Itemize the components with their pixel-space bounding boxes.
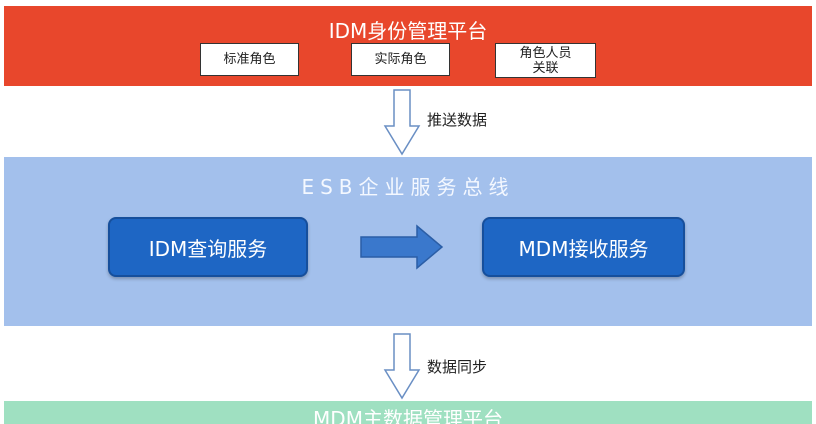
data-sync-label: 数据同步 <box>427 358 488 376</box>
actual-role-tag: 实际角色 <box>351 43 450 76</box>
standard-role-tag: 标准角色 <box>200 43 299 76</box>
sync-down-arrow-icon <box>383 333 421 400</box>
push-data-label: 推送数据 <box>427 111 488 129</box>
push-down-arrow-icon <box>383 89 421 156</box>
role-user-link-tag: 角色人员关联 <box>495 43 596 78</box>
idm-query-service-box: IDM查询服务 <box>108 217 308 277</box>
mdm-receive-service-box: MDM接收服务 <box>482 217 685 277</box>
mdm-platform-band: MDM主数据管理平台 <box>4 401 812 424</box>
role-user-link-label: 角色人员关联 <box>519 45 572 76</box>
idm-platform-title: IDM身份管理平台 <box>328 19 488 43</box>
service-flow-right-arrow-icon <box>360 224 444 270</box>
mdm-platform-title: MDM主数据管理平台 <box>313 407 503 424</box>
esb-bus-title: ESB企业服务总线 <box>301 175 515 199</box>
